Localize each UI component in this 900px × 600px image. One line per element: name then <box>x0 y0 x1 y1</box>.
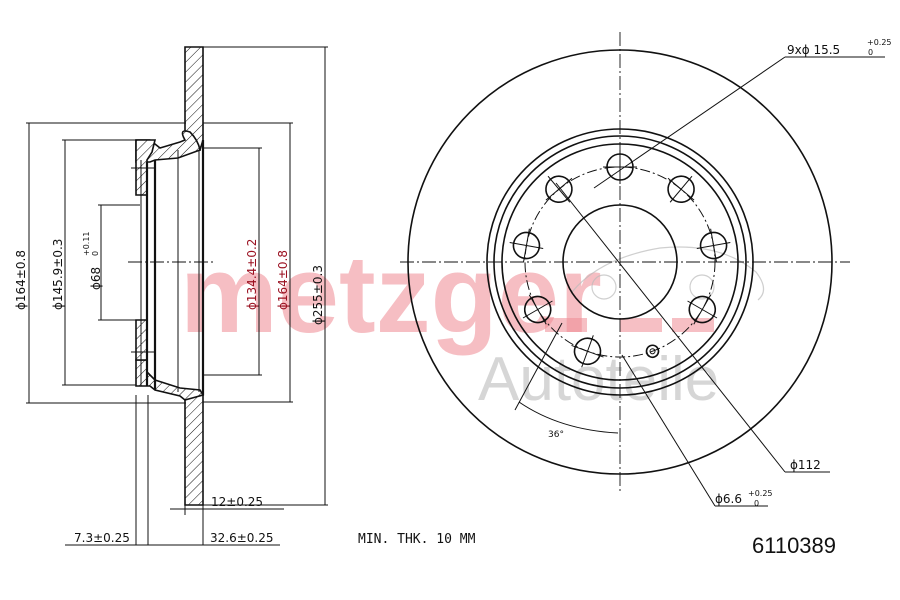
bolt-hole-label: 9xϕ 15.5 <box>787 43 840 57</box>
bolt-hole-tol-upper: +0.25 <box>867 38 892 47</box>
dim-d145-9: ϕ145.9±0.3 <box>51 239 65 310</box>
angle-label: 36° <box>548 430 564 440</box>
dim-d164-left: ϕ164±0.8 <box>14 250 28 310</box>
dim-d255: ϕ255±0.3 <box>311 265 325 325</box>
dim-total-height: 32.6±0.25 <box>210 531 274 545</box>
part-number: 6110389 <box>752 533 836 558</box>
pcd-label: ϕ112 <box>790 458 821 472</box>
dim-hat-offset: 7.3±0.25 <box>74 531 130 545</box>
watermark-metzger: metzger <box>180 233 602 356</box>
bolt-holes <box>509 150 731 368</box>
dim-d68-tol-upper: +0.11 <box>82 231 91 256</box>
brand-watermark: metzger Autoteile <box>180 233 765 414</box>
front-view: 36° 9xϕ 15.5 +0.25 0 ϕ112 ϕ6.6 +0.25 0 <box>400 32 892 508</box>
dim-d68: ϕ68 <box>89 267 103 290</box>
dim-d68-tol-lower: 0 <box>91 251 100 256</box>
dim-d134-4: ϕ134.4±0.2 <box>245 239 259 310</box>
section-view <box>128 46 215 506</box>
pin-hole-tol-lower: 0 <box>754 499 759 508</box>
dim-thickness: 12±0.25 <box>211 495 263 509</box>
pin-hole-label: ϕ6.6 <box>715 492 742 506</box>
pin-hole-tol-upper: +0.25 <box>748 489 773 498</box>
bolt-hole-tol-lower: 0 <box>868 48 873 57</box>
min-thickness-note: MIN. THK. 10 MM <box>358 532 476 547</box>
section-dimensions: ϕ164±0.8 ϕ145.9±0.3 ϕ68 +0.11 0 ϕ134.4±0… <box>14 46 328 546</box>
dim-d164-right: ϕ164±0.8 <box>276 250 290 310</box>
